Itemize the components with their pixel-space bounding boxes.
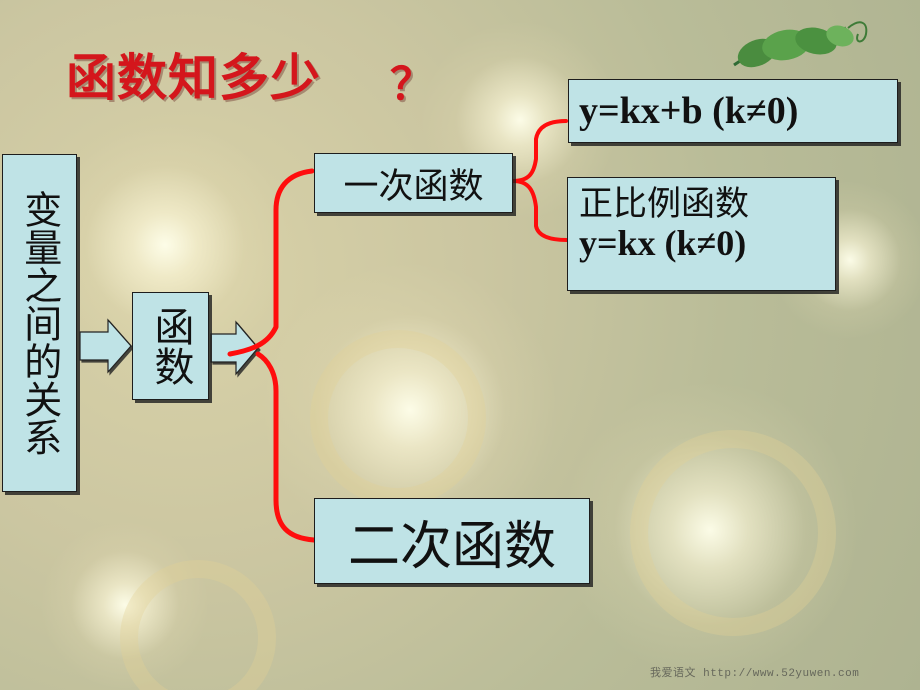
linear-formula-box: y=kx+b (k≠0) [568,79,898,143]
linear-function-label: 一次函数 [343,166,484,207]
proportional-formula-text: y=kx (k≠0) [579,223,747,264]
main-branch-bracket [227,168,317,543]
arrow-root-to-function [79,318,132,374]
arrow-function-to-branch [210,320,259,376]
root-concept-box: 变量之间的关系 [2,154,77,492]
watermark-text: 我爱语文 http://www.52yuwen.com [650,668,860,680]
proportional-function-box: 正比例函数 y=kx (k≠0) [567,177,836,291]
function-box: 函数 [132,292,209,400]
quadratic-function-box: 二次函数 [314,498,590,584]
function-text: 函数 [147,306,194,386]
quadratic-function-label: 二次函数 [347,516,556,577]
proportional-function-title: 正比例函数 [579,184,749,224]
linear-branch-bracket [511,119,569,242]
linear-formula-text: y=kx+b (k≠0) [579,90,799,132]
linear-function-box: 一次函数 [314,153,513,213]
page-title: 函数知多少 [66,48,321,107]
root-concept-text: 变量之间的关系 [17,190,62,456]
leaf-vine-icon [733,21,868,68]
question-mark: ？ [390,59,434,110]
